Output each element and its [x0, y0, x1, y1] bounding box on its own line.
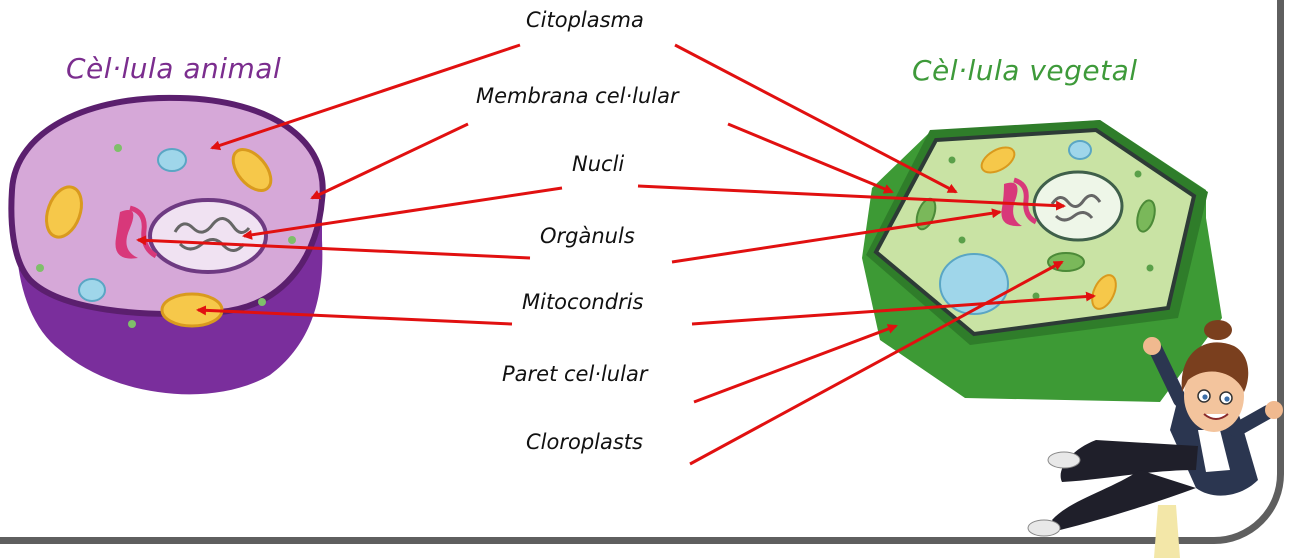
arrow-membrana-vegetal [728, 124, 892, 192]
animal-ribosome [288, 236, 296, 244]
avatar-hair-bun [1204, 320, 1232, 340]
avatar-rocket-flame [1154, 505, 1180, 558]
animal-ribosome [114, 144, 122, 152]
arrow-paret [694, 326, 896, 402]
avatar-leg-1 [1061, 440, 1198, 482]
label-citoplasma: Citoplasma [520, 8, 650, 32]
vegetal-ribosome [959, 237, 966, 244]
avatar-pupil [1202, 394, 1207, 399]
vegetal-ribosome [1135, 171, 1142, 178]
avatar-shoe-1 [1048, 452, 1080, 468]
animal-cell-title: Cèl·lula animal [66, 52, 281, 85]
avatar-pupil [1224, 396, 1229, 401]
avatar-hand-right [1265, 401, 1283, 419]
label-mitocondris: Mitocondris [516, 290, 649, 314]
animal-ribosome [36, 264, 44, 272]
vegetal-cell-title: Cèl·lula vegetal [912, 54, 1138, 87]
label-cloroplasts: Cloroplasts [520, 430, 649, 454]
arrow-membrana-animal [312, 124, 468, 198]
label-paret-cellular: Paret cel·lular [496, 362, 653, 386]
vegetal-small-vacuole [1069, 141, 1091, 159]
avatar-shoe-2 [1028, 520, 1060, 536]
animal-ribosome [258, 298, 266, 306]
label-nucli: Nucli [566, 152, 630, 176]
animal-vacuole-2 [79, 279, 105, 301]
animal-ribosome [128, 320, 136, 328]
avatar-arm-right [1236, 412, 1268, 430]
label-membrana-cellular: Membrana cel·lular [470, 84, 685, 108]
avatar-hand-left [1143, 337, 1161, 355]
label-organuls: Orgànuls [534, 224, 641, 248]
vegetal-ribosome [1147, 265, 1154, 272]
vegetal-ribosome [949, 157, 956, 164]
animal-vacuole-1 [158, 149, 186, 171]
